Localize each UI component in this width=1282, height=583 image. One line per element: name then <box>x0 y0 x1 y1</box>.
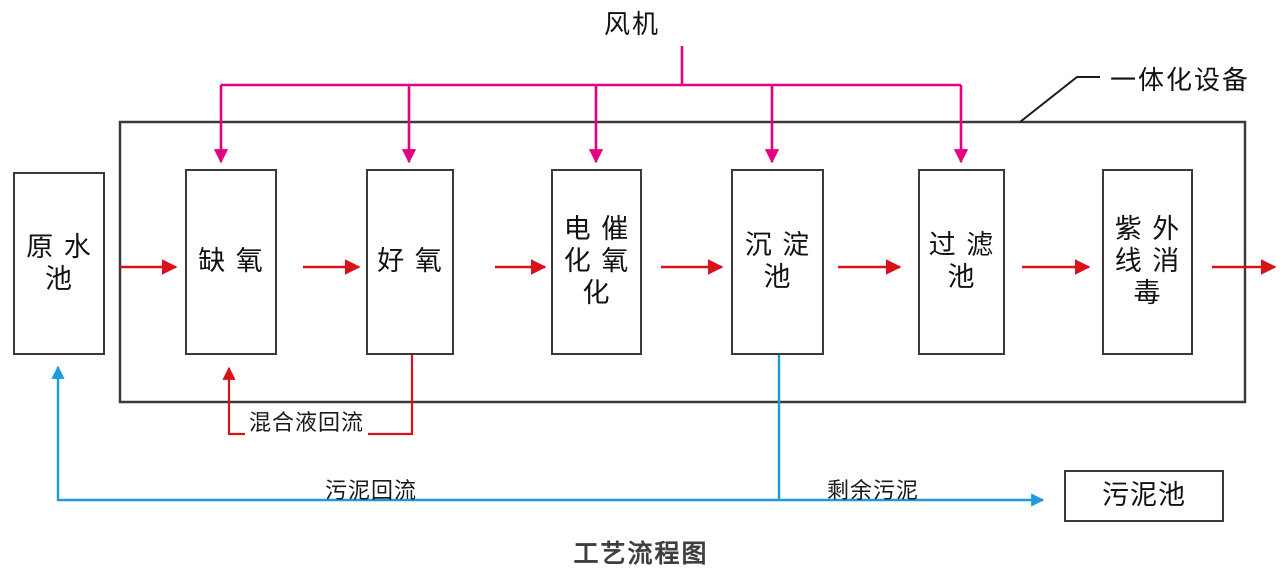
unit-label-leader-line <box>1019 76 1100 123</box>
node-sedimentation-tank[interactable]: 沉 淀 池 <box>731 169 824 355</box>
excess-sludge-label: 剩余污泥 <box>827 479 920 504</box>
node-aerobic-tank[interactable]: 好 氧 <box>366 169 454 355</box>
node-label: 缺 氧 <box>198 246 264 278</box>
node-anoxic-tank[interactable]: 缺 氧 <box>185 169 277 355</box>
node-label: 好 氧 <box>377 246 443 278</box>
blower-label: 风机 <box>604 10 661 40</box>
integrated-equipment-label: 一体化设备 <box>1110 66 1251 96</box>
node-raw-water-tank[interactable]: 原 水 池 <box>13 172 105 355</box>
integrated-equipment-container <box>118 120 1247 404</box>
node-label: 沉 淀 池 <box>744 230 811 293</box>
node-label: 原 水 池 <box>26 231 92 295</box>
node-label: 过 滤 池 <box>928 230 995 293</box>
node-label: 电 催 化 氧 化 <box>563 214 630 309</box>
node-uv-disinfection[interactable]: 紫 外 线 消 毒 <box>1102 169 1193 355</box>
mixed-liquor-return-label: 混合液回流 <box>245 405 369 437</box>
sludge-return-line <box>51 365 779 502</box>
node-label: 污泥池 <box>1102 480 1186 512</box>
node-label: 紫 外 线 消 毒 <box>1114 214 1181 309</box>
sludge-return-label: 污泥回流 <box>325 479 418 504</box>
diagram-title: 工艺流程图 <box>573 539 709 568</box>
node-electrocatalytic-oxidation[interactable]: 电 催 化 氧 化 <box>551 169 642 355</box>
node-filtration-tank[interactable]: 过 滤 池 <box>918 169 1005 355</box>
node-sludge-tank[interactable]: 污泥池 <box>1064 470 1224 522</box>
